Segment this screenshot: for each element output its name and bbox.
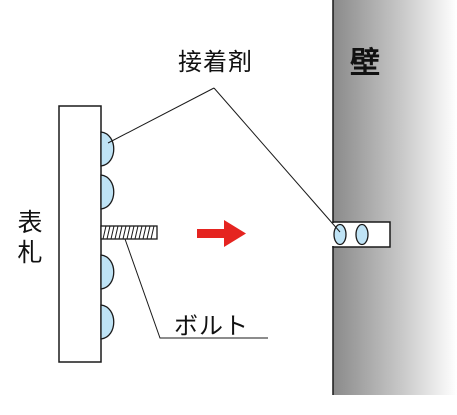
adhesive-leader-right [213, 87, 341, 233]
adhesive-label: 接着剤 [178, 48, 253, 76]
adhesive-bump-2 [100, 174, 115, 210]
bolt-label: ボルト [174, 312, 249, 340]
adhesive-leader-left [107, 87, 215, 144]
adhesive-bump-1 [100, 131, 115, 167]
nameplate-label-line2: 札 [17, 238, 43, 267]
wall [333, 0, 457, 395]
bolt [100, 225, 158, 240]
wall-label: 壁 [350, 46, 380, 81]
adhesive-dot-hole-1 [333, 223, 347, 246]
adhesive-bump-3 [100, 254, 115, 290]
adhesive-bump-4 [100, 304, 115, 340]
nameplate-label-line1: 表 [17, 208, 43, 237]
nameplate [58, 105, 102, 363]
adhesive-dot-hole-2 [355, 223, 369, 246]
nameplate-label: 表 札 [16, 208, 44, 268]
bolt-leader [124, 238, 268, 339]
direction-arrow [197, 220, 246, 247]
